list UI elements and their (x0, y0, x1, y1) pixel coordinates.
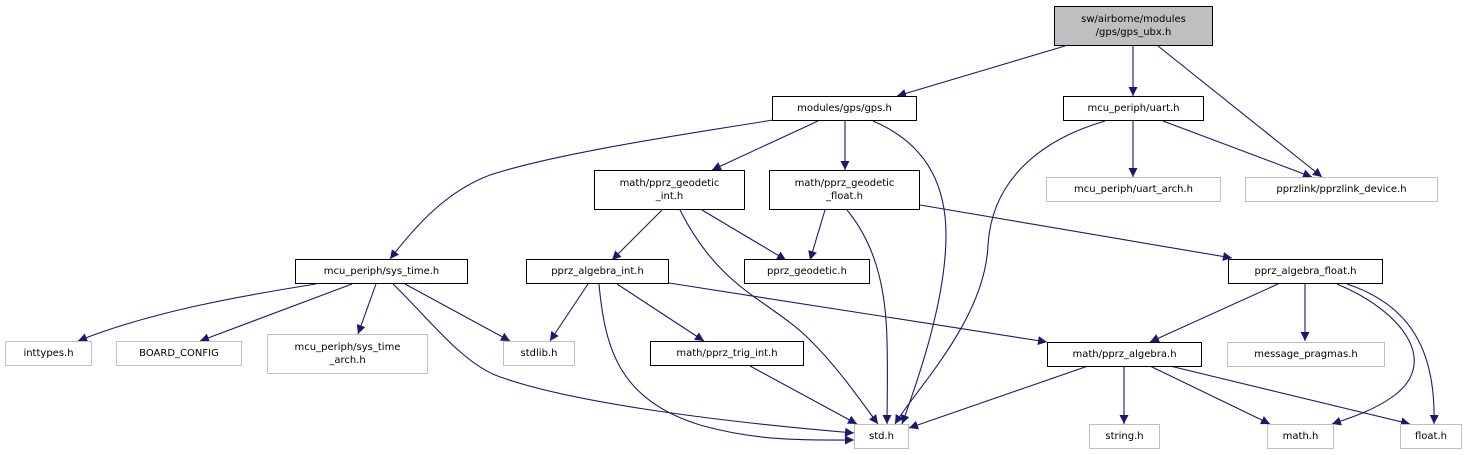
node-pprz-trig-int-h[interactable]: math/pprz_trig_int.h (650, 341, 804, 366)
node-label: string.h (1105, 431, 1144, 442)
node-uart-arch-h: mcu_periph/uart_arch.h (1046, 177, 1221, 202)
node-math-h: math.h (1267, 424, 1334, 449)
node-pprz-geodetic-int-h[interactable]: math/pprz_geodetic _int.h (594, 170, 745, 210)
node-label: inttypes.h (23, 348, 74, 359)
node-label: pprz_geodetic.h (767, 266, 847, 277)
node-label: mcu_periph/sys_time.h (323, 266, 440, 277)
node-pprzlink-device-h: pprzlink/pprzlink_device.h (1245, 177, 1438, 202)
edge-geodeticfloat-algebrafloat (919, 204, 1233, 261)
node-pprz-algebra-float-h[interactable]: pprz_algebra_float.h (1228, 259, 1383, 284)
edge-trigint-std (749, 365, 858, 425)
node-label-line2: /gps/gps_ubx.h (1095, 27, 1172, 38)
node-uart-h[interactable]: mcu_periph/uart.h (1063, 96, 1204, 121)
edge-geodeticfloat-pprzgeodetic (808, 209, 826, 261)
node-std-h: std.h (854, 424, 909, 449)
node-string-h: string.h (1089, 424, 1160, 449)
edge-systime-std (392, 283, 855, 437)
edge-systime-boardconfig (199, 283, 353, 343)
edge-root-pprzlink (1157, 45, 1323, 178)
edge-algebra-std (908, 365, 1089, 430)
edge-geodeticfloat-std (846, 209, 892, 425)
node-pprz-geodetic-h[interactable]: pprz_geodetic.h (744, 259, 870, 284)
edge-algebraint-algebra (668, 282, 1048, 346)
edge-uart-std (894, 120, 1106, 425)
edge-gps-std (872, 120, 947, 425)
node-label-line1: math/pprz_geodetic (619, 178, 720, 189)
node-label-line2: _int.h (655, 191, 684, 202)
node-label-line1: sw/airborne/modules (1081, 14, 1186, 25)
node-label: pprz_algebra_int.h (551, 266, 644, 277)
edge-gps-geodeticint (711, 120, 819, 171)
node-sys-time-arch-h: mcu_periph/sys_time _arch.h (267, 334, 428, 374)
node-stdlib-h: stdlib.h (503, 341, 575, 366)
edge-geodeticint-pprzgeodetic (701, 209, 787, 261)
node-label-line2: _float.h (826, 191, 863, 202)
node-sys-time-h[interactable]: mcu_periph/sys_time.h (295, 259, 468, 284)
node-label: message_pragmas.h (1254, 349, 1358, 360)
node-label: pprzlink/pprzlink_device.h (1276, 184, 1407, 195)
node-pprz-algebra-h[interactable]: math/pprz_algebra.h (1047, 342, 1202, 367)
edge-algebraint-trigint (616, 283, 705, 342)
node-label-line2: _arch.h (329, 355, 366, 366)
node-board-config: BOARD_CONFIG (116, 341, 242, 366)
edge-algebra-math (1149, 365, 1271, 425)
node-float-h: float.h (1400, 424, 1462, 449)
node-message-pragmas-h: message_pragmas.h (1227, 342, 1385, 367)
node-label: modules/gps/gps.h (797, 103, 892, 114)
node-label: math.h (1282, 431, 1319, 442)
node-label: stdlib.h (520, 348, 558, 359)
edge-systime-stdlib (404, 283, 511, 342)
edge-algebrafloat-float (1346, 283, 1439, 425)
node-inttypes-h: inttypes.h (5, 341, 92, 366)
node-label: math/pprz_algebra.h (1072, 349, 1177, 360)
node-label: BOARD_CONFIG (139, 348, 219, 359)
node-pprz-geodetic-float-h[interactable]: math/pprz_geodetic _float.h (769, 170, 920, 210)
node-label: mcu_periph/uart_arch.h (1074, 184, 1193, 195)
edge-algebra-float (1169, 365, 1411, 427)
edge-systime-systimearch (356, 283, 377, 335)
edge-root-gps (896, 45, 1066, 98)
edge-algebrafloat-algebra (1149, 283, 1279, 343)
edge-algebraint-stdlib (549, 283, 589, 342)
node-pprz-algebra-int-h[interactable]: pprz_algebra_int.h (526, 259, 669, 284)
edge-algebraint-std (598, 283, 855, 445)
node-label-line1: math/pprz_geodetic (794, 178, 895, 189)
edge-gps-systime (389, 119, 774, 260)
node-gps-h[interactable]: modules/gps/gps.h (772, 96, 917, 121)
node-label: float.h (1415, 431, 1447, 442)
node-label: math/pprz_trig_int.h (676, 348, 778, 359)
edge-geodeticint-algebraint (611, 209, 663, 261)
node-label: pprz_algebra_float.h (1254, 266, 1357, 277)
edge-systime-inttypes (77, 283, 317, 342)
edge-algebrafloat-math (1331, 283, 1415, 426)
node-gps-ubx-h: sw/airborne/modules /gps/gps_ubx.h (1054, 6, 1213, 46)
edge-geodeticint-std (679, 209, 879, 425)
edge-uart-pprzlink (1162, 120, 1313, 179)
node-label: std.h (869, 431, 894, 442)
node-label: mcu_periph/uart.h (1087, 103, 1180, 114)
node-label-line1: mcu_periph/sys_time (294, 342, 401, 353)
